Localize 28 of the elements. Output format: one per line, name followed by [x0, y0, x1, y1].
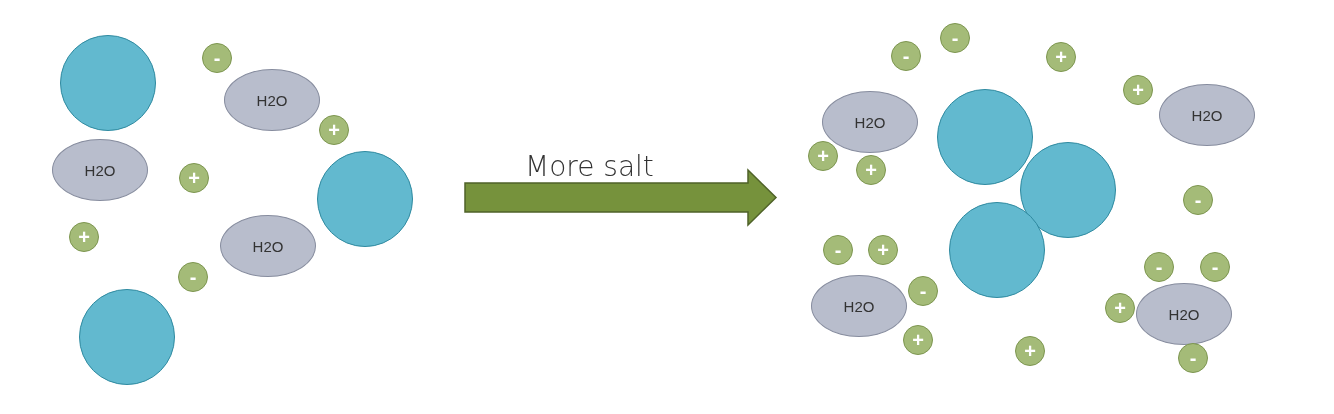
water-molecule-ellipse: H2O [811, 275, 907, 337]
charge-circle: - [908, 276, 938, 306]
water-molecule-ellipse: H2O [224, 69, 320, 131]
charge-circle: - [1144, 252, 1174, 282]
charge-circle: + [179, 163, 209, 193]
charge-circle: + [1105, 293, 1135, 323]
water-molecule-ellipse: H2O [52, 139, 148, 201]
charge-circle: + [903, 325, 933, 355]
water-molecule-ellipse: H2O [1159, 84, 1255, 146]
charge-circle: - [1178, 343, 1208, 373]
charge-circle: - [940, 23, 970, 53]
charge-circle: - [1200, 252, 1230, 282]
water-molecule-ellipse: H2O [1136, 283, 1232, 345]
charge-circle: + [69, 222, 99, 252]
charge-circle: - [1183, 185, 1213, 215]
charge-circle: + [319, 115, 349, 145]
charge-circle: - [823, 235, 853, 265]
charge-circle: + [1046, 42, 1076, 72]
arrow-label: More salt [525, 150, 654, 183]
charge-circle: + [856, 155, 886, 185]
charge-circle: + [868, 235, 898, 265]
charge-circle: - [891, 41, 921, 71]
charge-circle: - [202, 43, 232, 73]
charge-circle: + [1123, 75, 1153, 105]
water-molecule-ellipse: H2O [220, 215, 316, 277]
charge-circle: + [1015, 336, 1045, 366]
charge-circle: + [808, 141, 838, 171]
charge-circle: - [178, 262, 208, 292]
